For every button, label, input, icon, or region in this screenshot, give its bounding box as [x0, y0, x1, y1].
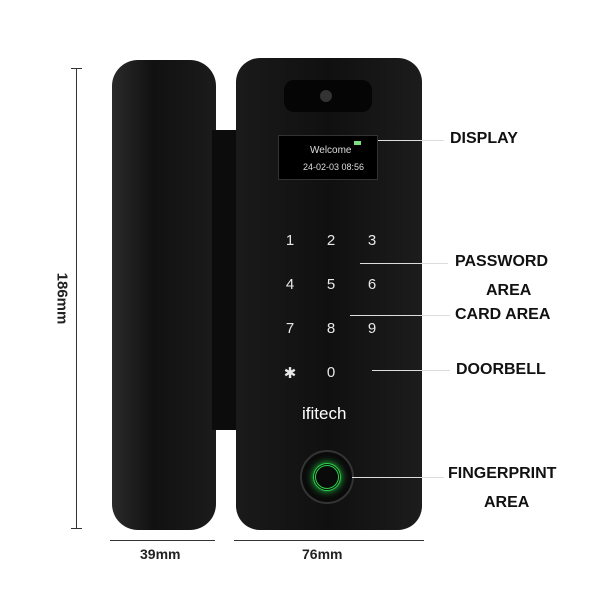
battery-icon: [354, 141, 361, 145]
keypad-key[interactable]: 8: [326, 320, 336, 337]
keypad-key[interactable]: 4: [285, 276, 295, 293]
brand-logo: ifitech: [302, 404, 347, 423]
keypad-key[interactable]: 9: [367, 320, 377, 337]
label-doorbell: DOORBELL: [456, 361, 546, 378]
camera-icon: [320, 90, 332, 102]
keypad-key[interactable]: 3: [367, 232, 377, 249]
display-screen: [278, 135, 378, 180]
label-password-area: AREA: [486, 282, 532, 299]
keypad-key[interactable]: 5: [326, 276, 336, 293]
height-label: 186mm: [53, 272, 71, 325]
label-fingerprint: FINGERPRINT: [448, 465, 557, 482]
label-display: DISPLAY: [450, 130, 518, 147]
keypad-key[interactable]: ✱: [283, 365, 297, 382]
screen-datetime: 24-02-03 08:56: [303, 162, 365, 172]
keypad-key[interactable]: 1: [285, 232, 295, 249]
front-width-label: 76mm: [302, 546, 343, 562]
side-width-label: 39mm: [140, 546, 181, 562]
height-dimension-line: [76, 68, 77, 528]
lock-bracket: [212, 130, 238, 430]
keypad-key[interactable]: 7: [285, 320, 295, 337]
label-card-area: CARD AREA: [455, 306, 551, 323]
lock-handle: [112, 60, 216, 530]
label-password: PASSWORD: [455, 253, 549, 270]
keypad-key[interactable]: 6: [367, 276, 377, 293]
keypad-key[interactable]: 0: [326, 364, 336, 381]
label-fingerprint-area: AREA: [484, 494, 530, 511]
screen-welcome: Welcome: [310, 145, 352, 156]
fingerprint-icon: [313, 463, 341, 491]
keypad-key[interactable]: 2: [326, 232, 336, 249]
